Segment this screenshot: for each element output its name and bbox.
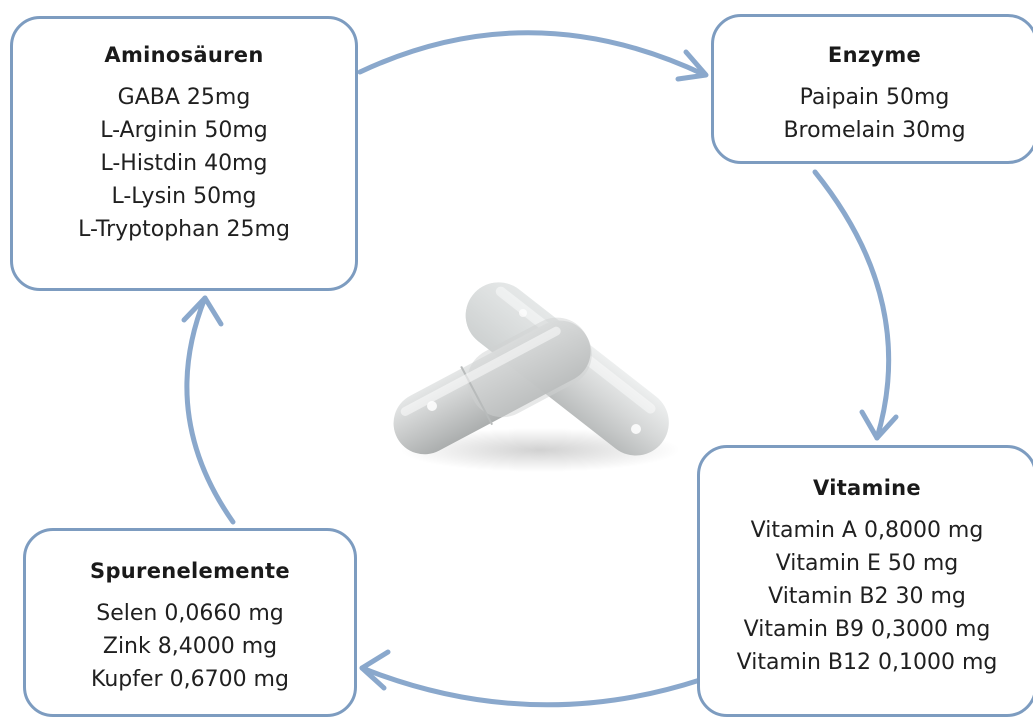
- list-item: GABA 25mg: [117, 85, 251, 110]
- capsule-front: [393, 317, 592, 455]
- list-item: Vitamin B2 30 mg: [768, 584, 966, 609]
- list-item: Vitamin B9 0,3000 mg: [743, 617, 991, 642]
- list-item: L-Lysin 50mg: [111, 184, 257, 209]
- arrowhead-vitamine-to-spuren: [359, 649, 391, 691]
- box-title-enzyme: Enzyme: [827, 43, 922, 67]
- arrow-amino-to-enzyme: [357, 30, 708, 78]
- list-enzyme: Paipain 50mg Bromelain 30mg: [783, 81, 965, 147]
- arrow-vitamine-to-spuren: [359, 665, 703, 708]
- box-title-aminosaeuren: Aminosäuren: [104, 43, 264, 67]
- arrow-spuren-to-amino: [184, 295, 236, 525]
- arrowhead-enzyme-to-vitamine: [859, 409, 899, 441]
- box-title-vitamine: Vitamine: [813, 476, 921, 500]
- list-item: L-Tryptophan 25mg: [78, 217, 290, 242]
- box-title-spurenelemente: Spurenelemente: [90, 559, 290, 583]
- box-enzyme: Enzyme Paipain 50mg Bromelain 30mg: [711, 14, 1033, 164]
- list-item: Vitamin A 0,8000 mg: [750, 518, 984, 543]
- box-vitamine: Vitamine Vitamin A 0,8000 mg Vitamin E 5…: [697, 445, 1033, 717]
- box-spurenelemente: Spurenelemente Selen 0,0660 mg Zink 8,40…: [23, 528, 357, 717]
- list-spurenelemente: Selen 0,0660 mg Zink 8,4000 mg Kupfer 0,…: [91, 597, 289, 696]
- list-item: Zink 8,4000 mg: [102, 634, 278, 659]
- list-item: Kupfer 0,6700 mg: [91, 667, 289, 692]
- list-aminosaeuren: GABA 25mg L-Arginin 50mg L-Histdin 40mg …: [78, 81, 290, 246]
- list-item: Vitamin E 50 mg: [775, 551, 959, 576]
- list-item: L-Histdin 40mg: [100, 151, 268, 176]
- list-item: Selen 0,0660 mg: [96, 601, 284, 626]
- box-aminosaeuren: Aminosäuren GABA 25mg L-Arginin 50mg L-H…: [10, 16, 358, 291]
- arrowhead-amino-to-enzyme: [675, 49, 709, 82]
- list-vitamine: Vitamin A 0,8000 mg Vitamin E 50 mg Vita…: [737, 514, 998, 679]
- list-item: Bromelain 30mg: [783, 118, 966, 143]
- list-item: L-Arginin 50mg: [100, 118, 268, 143]
- list-item: Vitamin B12 0,1000 mg: [736, 650, 998, 675]
- arrowhead-spuren-to-amino: [181, 295, 224, 327]
- arrow-enzyme-to-vitamine: [812, 169, 892, 441]
- list-item: Paipain 50mg: [799, 85, 950, 110]
